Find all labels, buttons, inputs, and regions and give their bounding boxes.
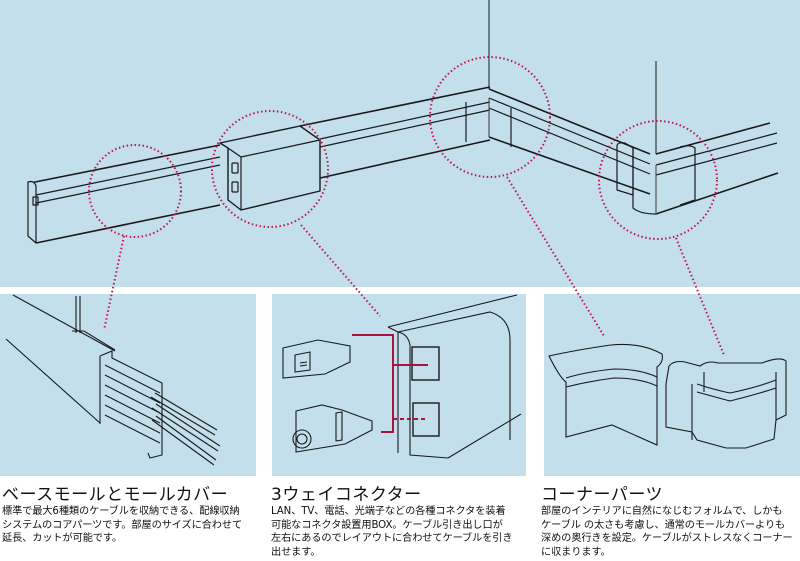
callout-circle-base-mold [88, 144, 182, 238]
callout-leader-inside-corner [506, 176, 605, 337]
caption-line: に収まります。 [541, 546, 611, 558]
caption-line: 深めの奥行きを設定。ケーブルがストレスなくコーナー [541, 533, 793, 544]
caption-corner-parts: コーナーパーツ 部屋のインテリアに自然になじむフォルムで、しかも ケーブル の太… [541, 485, 799, 559]
detail-connector-drawing [282, 294, 522, 459]
overview-base-mold [27, 144, 221, 244]
overview-connector-box [219, 86, 491, 211]
caption-line: 左右にあるのでレイアウトに合わせてケーブルを引き [271, 533, 513, 544]
caption-line: 延長、カットが可能です。 [2, 533, 123, 544]
caption-line: 標準で最大6種類のケーブルを収納できる、配線収納 [2, 506, 240, 517]
callout-leader-outside-corner [675, 237, 725, 356]
callout-circle-outside-corner [598, 120, 718, 240]
caption-title: ベースモールとモールカバー [2, 485, 229, 505]
caption-line: 部屋のインテリアに自然になじむフォルムで、しかも [541, 506, 783, 517]
caption-three-way-connector: 3ウェイコネクター LAN、TV、電話、光端子などの各種コネクタを装着 可能なコ… [271, 485, 533, 559]
caption-line: 出せます。 [271, 546, 321, 558]
corner-parts-detail-panel [544, 294, 800, 476]
caption-line: システムのコアパーツです。部屋のサイズに合わせて [2, 519, 243, 531]
callout-circle-inside-corner [429, 56, 551, 178]
overview-inside-corner [465, 0, 651, 195]
connector-assignment-lines [352, 334, 428, 433]
detail-corner-parts-drawing [548, 343, 787, 449]
caption-base-mold: ベースモールとモールカバー 標準で最大6種類のケーブルを収納できる、配線収納 シ… [2, 485, 264, 546]
callout-leader-base-mold [103, 235, 125, 331]
callout-circle-connector [211, 110, 329, 228]
caption-line: ケーブル の太さも考慮し、通常のモールカバーよりも [541, 519, 786, 531]
overview-illustration-area [0, 0, 800, 287]
base-mold-detail-panel [0, 294, 256, 476]
caption-title: 3ウェイコネクター [271, 485, 422, 505]
caption-line: LAN、TV、電話、光端子などの各種コネクタを装着 [271, 506, 506, 517]
detail-base-mold-drawing [5, 294, 221, 466]
overview-outside-corner [616, 61, 779, 215]
caption-line: 可能なコネクタ設置用BOX。ケーブル引き出し口が [271, 519, 503, 531]
callout-leader-connector [300, 224, 381, 317]
caption-title: コーナーパーツ [541, 485, 663, 505]
